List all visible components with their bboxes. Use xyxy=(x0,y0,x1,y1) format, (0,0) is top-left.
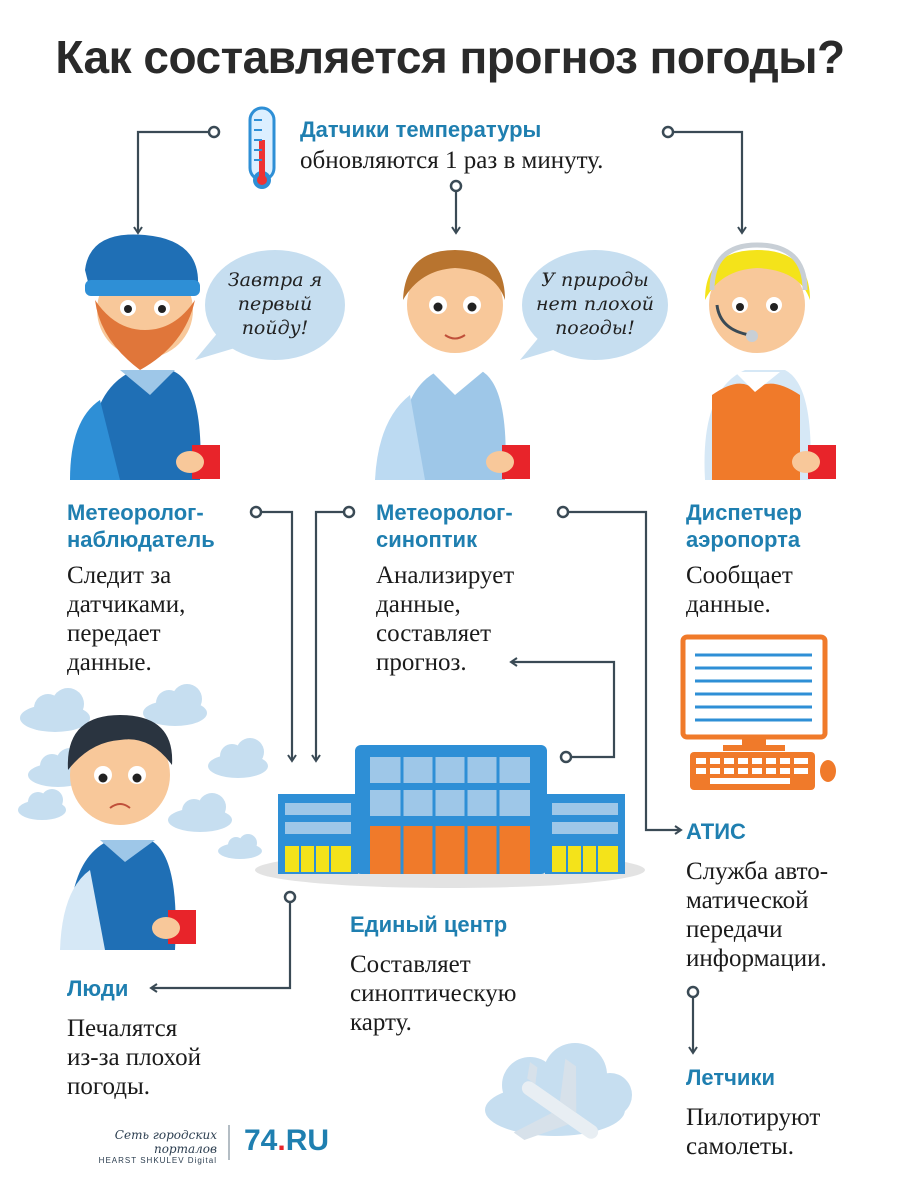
pilots-text-1: Пилотируют xyxy=(686,1104,821,1131)
atis-text-1: Служба авто- xyxy=(686,858,829,885)
speech-bubbles xyxy=(195,250,668,360)
center-text-1: Составляет xyxy=(350,951,471,978)
sensors-heading: Датчики температуры xyxy=(300,117,542,142)
computer-icon xyxy=(680,634,836,790)
people-text-1: Печалятся xyxy=(67,1015,178,1042)
synoptic-text-4: прогноз. xyxy=(376,649,467,676)
dispatcher-heading-2: аэропорта xyxy=(686,527,801,552)
observer-text-2: датчиками, xyxy=(67,591,186,618)
observer-block: Метеоролог- наблюдатель Следит за датчик… xyxy=(67,499,215,677)
synoptic-text-2: данные, xyxy=(376,591,461,618)
synoptic-bubble: У природы нет плохой погоды! xyxy=(530,268,660,340)
network-sub: HEARST SHKULEV Digital xyxy=(98,1156,217,1165)
dispatcher-heading-1: Диспетчер xyxy=(686,500,802,525)
bubble-line: погоды! xyxy=(555,317,635,339)
observer-text-1: Следит за xyxy=(67,562,172,589)
bubble-line: Завтра я xyxy=(227,269,323,291)
site-logo-tld: RU xyxy=(285,1124,330,1157)
site-logo[interactable]: 74.RU xyxy=(244,1124,329,1158)
synoptic-heading-2: синоптик xyxy=(376,527,478,552)
pilots-heading: Летчики xyxy=(686,1065,775,1090)
plane-icon xyxy=(513,1058,599,1140)
people-block: Люди Печалятся из-за плохой погоды. xyxy=(67,975,201,1101)
atis-text-3: передачи xyxy=(686,916,783,943)
observer-text-4: данные. xyxy=(67,649,152,676)
bubble-line: пойду! xyxy=(241,317,309,339)
atis-text-4: информации. xyxy=(686,945,827,972)
center-text-3: карту. xyxy=(350,1009,412,1036)
center-heading: Единый центр xyxy=(350,912,508,937)
sad-person-figure xyxy=(60,715,196,950)
pilots-text-2: самолеты. xyxy=(686,1133,795,1160)
dispatcher-block: Диспетчер аэропорта Сообщает данные. xyxy=(686,499,802,619)
site-logo-number: 74 xyxy=(244,1124,278,1157)
network-name: Сеть городских порталов xyxy=(114,1128,217,1156)
dispatcher-text-1: Сообщает xyxy=(686,562,793,589)
connector-dots xyxy=(207,125,700,999)
pilots-block: Летчики Пилотируют самолеты. xyxy=(686,1064,820,1161)
sensors-text: обновляются 1 раз в минуту. xyxy=(300,147,604,174)
synoptic-block: Метеоролог- синоптик Анализирует данные,… xyxy=(376,499,514,677)
observer-bubble: Завтра я первый пойду! xyxy=(215,268,335,340)
network-logo: Сеть городских порталов HEARST SHKULEV D… xyxy=(67,1128,217,1165)
connectors xyxy=(133,130,747,1055)
people-text-2: из-за плохой xyxy=(67,1044,201,1071)
dispatcher-figure xyxy=(704,242,836,480)
atis-text-2: матической xyxy=(686,887,809,914)
center-text-2: синоптическую xyxy=(350,980,517,1007)
observer-figure xyxy=(70,234,220,480)
synoptic-text-3: составляет xyxy=(376,620,492,647)
atis-heading: АТИС xyxy=(686,819,746,844)
center-block: Единый центр Составляет синоптическую ка… xyxy=(350,911,516,1037)
people-text-3: погоды. xyxy=(67,1073,151,1100)
bubble-line: нет плохой xyxy=(536,293,654,315)
thermometer-icon xyxy=(248,106,276,189)
synoptic-heading-1: Метеоролог- xyxy=(376,500,513,525)
people-heading: Люди xyxy=(67,976,129,1001)
observer-text-3: передает xyxy=(67,620,161,647)
synoptic-text-1: Анализирует xyxy=(376,562,515,589)
site-logo-dot: . xyxy=(277,1124,286,1157)
observer-heading-2: наблюдатель xyxy=(67,527,215,552)
page-title: Как составляется прогноз погоды? xyxy=(55,31,845,83)
building-icon xyxy=(255,745,645,888)
observer-heading-1: Метеоролог- xyxy=(67,500,204,525)
synoptic-figure xyxy=(375,250,530,480)
bubble-line: У природы xyxy=(541,269,649,291)
dispatcher-text-2: данные. xyxy=(686,591,771,618)
atis-block: АТИС Служба авто- матической передачи ин… xyxy=(686,818,828,973)
bubble-line: первый xyxy=(237,293,313,315)
